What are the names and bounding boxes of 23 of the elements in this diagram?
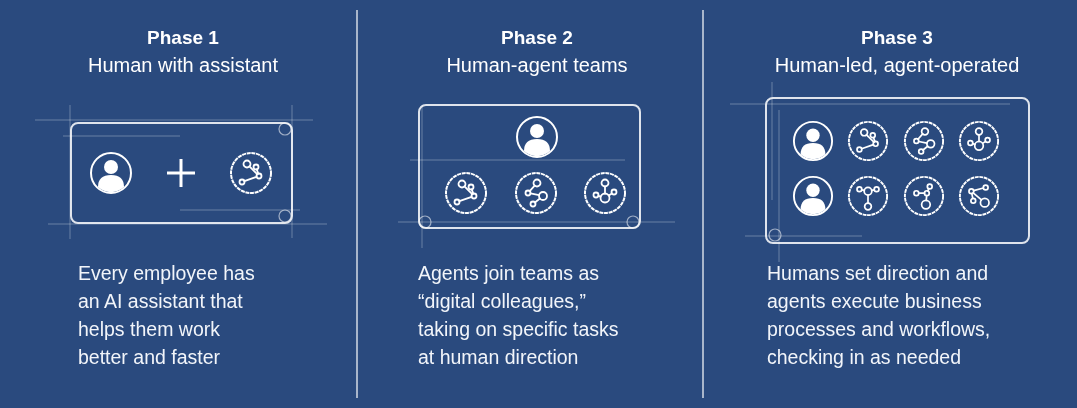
agent-network-icon bbox=[583, 171, 627, 215]
phase-description: Every employee has an AI assistant that helps them work better and faster bbox=[78, 261, 256, 370]
phase-heading: Phase 3 bbox=[861, 26, 933, 50]
person-icon bbox=[89, 151, 133, 195]
agent-network-icon bbox=[229, 151, 273, 195]
phase-description: Agents join teams as “digital colleagues,” taking on specific tasks at human direction bbox=[418, 261, 620, 370]
phase-heading: Phase 1 bbox=[147, 26, 219, 50]
agent-network-icon bbox=[903, 175, 945, 217]
phase-description: Humans set direction and agents execute business processes and workflows, checking in as needed bbox=[767, 261, 992, 370]
agent-network-icon bbox=[514, 171, 558, 215]
person-icon bbox=[792, 120, 834, 162]
person-icon bbox=[515, 115, 559, 159]
agent-network-icon bbox=[847, 175, 889, 217]
agent-network-icon bbox=[444, 171, 488, 215]
agent-network-icon bbox=[847, 120, 889, 162]
phase-subtitle: Human with assistant bbox=[87, 53, 279, 78]
person-icon bbox=[792, 175, 834, 217]
agent-network-icon bbox=[958, 175, 1000, 217]
agent-network-icon bbox=[903, 120, 945, 162]
agent-network-icon bbox=[958, 120, 1000, 162]
phase-subtitle: Human-agent teams bbox=[446, 53, 628, 78]
phase-heading: Phase 2 bbox=[501, 26, 573, 50]
phase-subtitle: Human-led, agent-operated bbox=[774, 53, 1020, 78]
